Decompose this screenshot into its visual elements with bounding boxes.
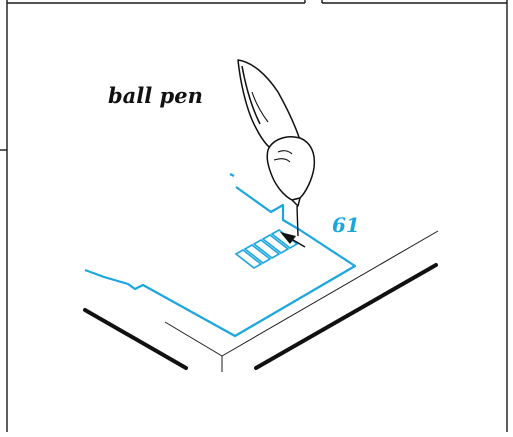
pen-refill-line <box>296 205 299 237</box>
table-edge-right <box>254 263 438 370</box>
tool-label: ball pen <box>108 83 203 108</box>
panel-frame <box>0 0 508 432</box>
table-edges <box>83 263 438 370</box>
pen-ridge <box>241 65 261 125</box>
stitch-mark-1 <box>234 249 263 269</box>
stitch-mark-4 <box>261 234 290 254</box>
paper-front-edge <box>221 230 439 357</box>
fold-line-path <box>84 186 357 338</box>
direction-arrow <box>280 232 306 248</box>
step-number-label: 61 <box>332 213 360 237</box>
paper-sheet <box>164 230 439 372</box>
fold-line <box>84 173 357 338</box>
pen-tip <box>291 197 301 207</box>
paper-left-edge <box>164 321 223 357</box>
stitch-mark-2 <box>243 244 272 264</box>
pen-grip-ring <box>277 150 293 155</box>
ball-pen-icon <box>237 59 316 237</box>
pen-grip <box>266 136 316 201</box>
stitch-mark-3 <box>252 239 281 259</box>
fold-line-dash <box>229 173 235 177</box>
stitch-mark-5 <box>270 229 299 249</box>
arrow-head <box>280 232 296 244</box>
table-edge-left <box>83 308 188 370</box>
pen-clip <box>251 91 269 123</box>
stitch-marks <box>234 229 299 269</box>
pen-grip-ring-2 <box>273 158 291 163</box>
